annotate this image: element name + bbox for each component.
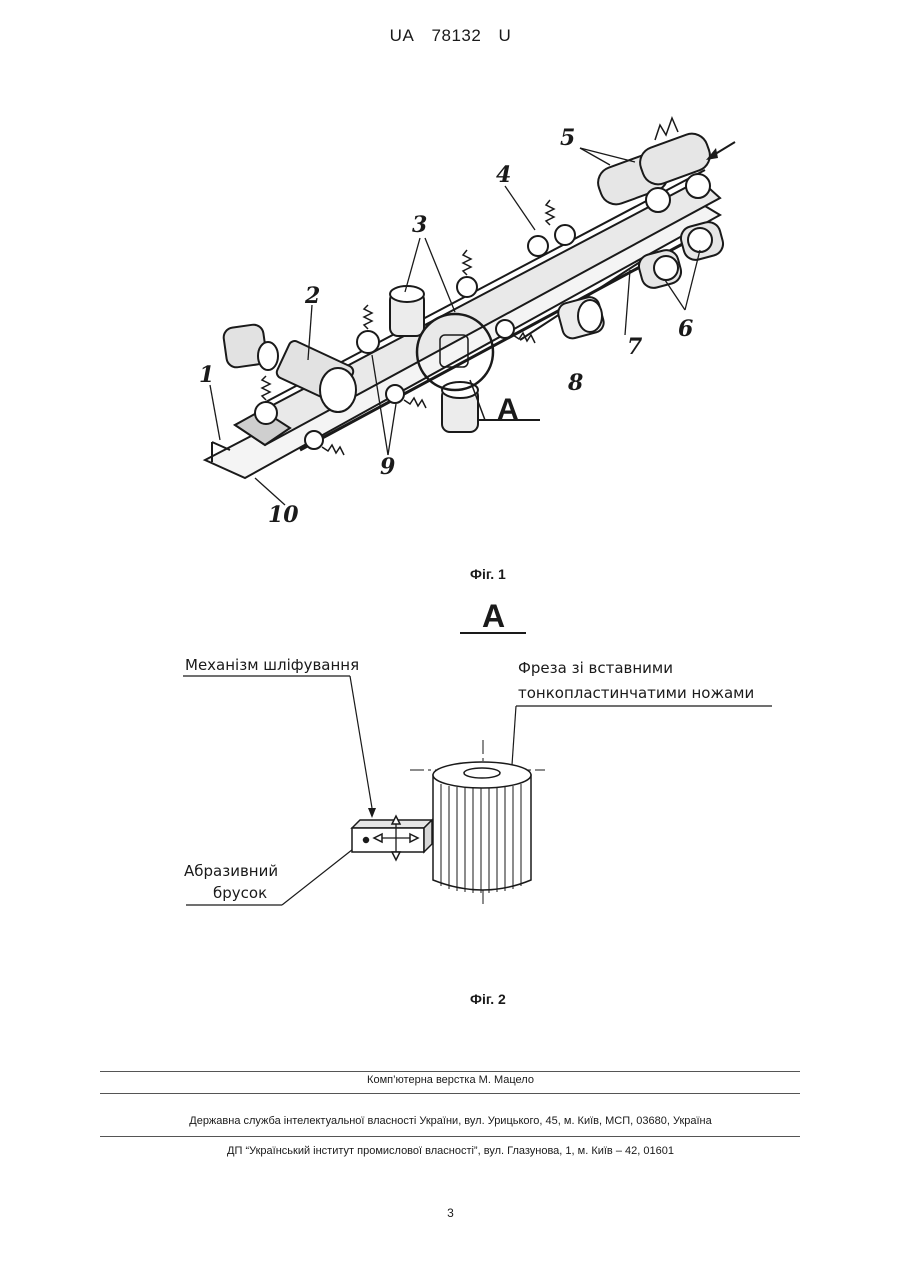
label-6: 6 [678, 316, 693, 342]
label-4: 4 [496, 162, 511, 188]
footer-layout-credit: Комп’ютерна верстка М. Мацело [0, 1074, 901, 1086]
footer-rule-1 [100, 1071, 800, 1072]
figure-1-caption: Фіг. 1 [470, 566, 506, 582]
page-number: 3 [0, 1206, 901, 1220]
footer-rule-3 [100, 1136, 800, 1137]
callout-cutter-line1: Фреза зі вставними [518, 659, 673, 677]
footer-rule-2 [100, 1093, 800, 1094]
figure-2-heading: A [482, 598, 505, 635]
label-9: 9 [380, 454, 395, 480]
callout-grinding-mechanism: Механізм шліфування [185, 656, 359, 674]
callout-abrasive-line2: брусок [213, 884, 267, 902]
figure-2-caption: Фіг. 2 [470, 991, 506, 1007]
label-7: 7 [627, 334, 642, 360]
label-10: 10 [268, 502, 299, 528]
label-5: 5 [560, 125, 575, 151]
detail-marker-a: A [497, 393, 519, 427]
figure-1-drawing [0, 0, 901, 560]
footer-agency: Державна служба інтелектуальної власност… [0, 1115, 901, 1127]
footer-institute: ДП “Український інститут промислової вла… [0, 1145, 901, 1157]
callout-cutter-line2: тонкопластинчатими ножами [518, 684, 754, 702]
label-3: 3 [412, 212, 427, 238]
callout-abrasive-line1: Абразивний [184, 862, 278, 880]
abrasive-bar [352, 816, 432, 860]
cutter-cylinder [433, 762, 531, 893]
label-2: 2 [305, 283, 320, 309]
heading-underline [460, 632, 526, 634]
label-8: 8 [568, 370, 583, 396]
label-1: 1 [199, 362, 214, 388]
